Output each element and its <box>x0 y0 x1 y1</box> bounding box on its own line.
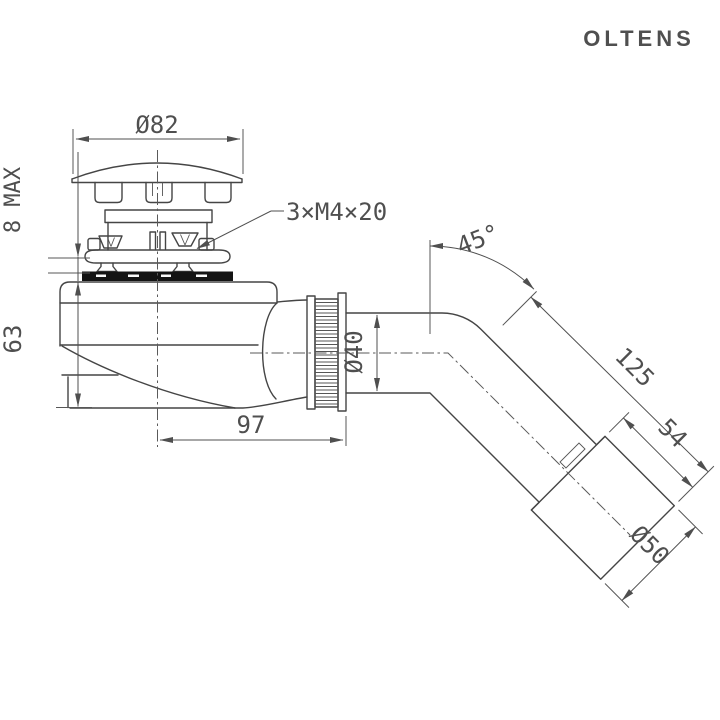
dim-coupling-length: 54 <box>608 412 694 488</box>
dim-label-outlet-length: 125 <box>609 342 659 392</box>
cap-tab <box>204 181 232 204</box>
cap-tab <box>145 181 173 204</box>
dim-mount-height: 8 MAX <box>1 152 90 281</box>
leader-screw-spec: 3×M4×20 <box>196 198 387 249</box>
dim-label-outlet-angle: 45° <box>453 219 504 261</box>
dim-outlet-angle: 45° <box>429 219 535 334</box>
dim-label-cap-diameter: Ø82 <box>135 111 178 139</box>
flange-plate <box>84 249 231 264</box>
dim-label-body-height: 63 <box>0 325 27 354</box>
dim-cap-diameter: Ø82 <box>72 111 244 174</box>
dim-body-height: 63 <box>0 282 92 408</box>
drain-cap <box>71 162 243 204</box>
coupling-clip <box>559 442 586 469</box>
screw-head <box>171 232 199 247</box>
knurling <box>315 302 338 405</box>
dim-label-mount-height: 8 MAX <box>1 166 26 233</box>
dim-outlet-diameter: Ø40 <box>340 314 380 392</box>
centerlines <box>157 150 631 536</box>
cap-tab <box>94 181 123 204</box>
dim-label-body-length: 97 <box>237 411 266 439</box>
brand-logo: OLTENS <box>583 26 695 51</box>
trap-body <box>59 281 308 409</box>
gasket <box>82 271 233 281</box>
dim-body-length: 97 <box>159 411 347 446</box>
dim-label-coupling-length: 54 <box>653 413 693 453</box>
dim-outlet-length: 125 <box>502 291 715 502</box>
dim-label-screw-spec: 3×M4×20 <box>286 198 387 226</box>
dim-label-outlet-diameter: Ø40 <box>340 330 368 373</box>
screw-head <box>98 235 123 249</box>
dim-label-coupling-diameter: Ø50 <box>624 520 674 570</box>
